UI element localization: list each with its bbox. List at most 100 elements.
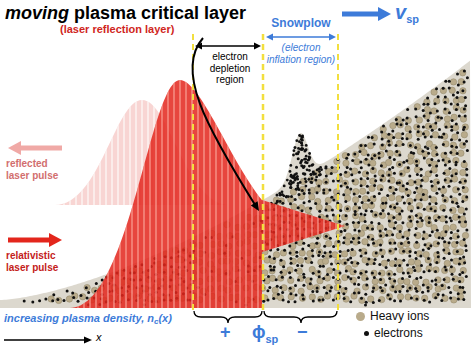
electron-dot <box>399 300 402 303</box>
ion-dot <box>315 198 321 204</box>
ion-dot <box>396 233 402 239</box>
ion-dot <box>372 284 378 290</box>
ion-dot <box>350 277 356 283</box>
ion-dot <box>379 278 385 284</box>
electron-dot <box>306 168 309 171</box>
electron-dot <box>297 279 300 282</box>
ion-dot <box>422 233 428 239</box>
electron-dot <box>337 240 340 243</box>
pulse-label: reflected laser pulse <box>6 158 62 181</box>
electron-dot <box>419 255 422 258</box>
electron-dot <box>416 220 419 223</box>
electron-dot <box>427 119 430 122</box>
electron-dot <box>428 164 431 167</box>
electron-dot <box>401 195 404 198</box>
electron-dot <box>322 265 325 268</box>
ion-dot <box>440 205 446 211</box>
electron-dot <box>423 270 426 273</box>
electron-dot <box>451 119 454 122</box>
pulse-stripe <box>71 70 73 310</box>
electron-dot <box>406 182 409 185</box>
ion-dot <box>352 213 358 219</box>
ion-dot <box>460 169 466 175</box>
electron-dot <box>380 164 383 167</box>
electron-dot <box>437 181 440 184</box>
electron-dot <box>305 185 308 188</box>
electron-dot <box>315 176 318 179</box>
electron-dot <box>396 202 399 205</box>
electron-dot <box>409 219 412 222</box>
electron-dot <box>364 293 367 296</box>
axis-name: x <box>96 331 102 344</box>
electron-dot <box>304 149 307 152</box>
electron-dot <box>448 185 451 188</box>
electron-dot <box>342 241 345 244</box>
electron-dot <box>457 292 460 295</box>
electron-dot <box>443 257 446 260</box>
ion-dot <box>462 124 468 130</box>
ion-dot <box>443 98 449 104</box>
electron-dot <box>296 264 299 267</box>
electron-dot <box>353 152 356 155</box>
ion-dot <box>372 278 378 284</box>
electron-dot <box>300 264 303 267</box>
electron-dot <box>357 283 360 286</box>
electron-dot <box>409 130 412 133</box>
ion-dot <box>434 232 440 238</box>
electron-dot <box>388 144 391 147</box>
electron-dot <box>444 80 447 83</box>
electron-dot <box>378 299 381 302</box>
electron-dot <box>300 141 303 144</box>
ion-dot <box>407 198 413 204</box>
electron-dot <box>420 168 423 171</box>
ion-dot <box>298 288 304 294</box>
arrowhead <box>378 7 391 21</box>
electron-dot <box>312 299 315 302</box>
electron-dot <box>463 160 466 163</box>
electron-dot <box>380 188 383 191</box>
ion-dot <box>413 295 419 301</box>
electron-dot <box>294 146 297 149</box>
electron-dot <box>398 290 401 293</box>
ion-dot <box>396 161 402 167</box>
ion-dot <box>416 202 422 208</box>
pulse-stripe <box>107 70 109 310</box>
ion-dot <box>353 206 359 212</box>
ion-dot <box>326 240 332 246</box>
electron-dot <box>465 249 468 252</box>
electron-dot <box>420 264 423 267</box>
electron-dot <box>459 257 462 260</box>
electron-dot <box>300 138 303 141</box>
electron-dot <box>402 259 405 262</box>
electron-dot <box>342 292 345 295</box>
electron-dot <box>308 200 311 203</box>
yellow-dashed-line <box>337 34 339 310</box>
electron-dot <box>423 208 426 211</box>
electron-dot <box>311 254 314 257</box>
pulse-stripe <box>311 70 313 310</box>
electron-dot <box>394 247 397 250</box>
electron-dot <box>282 265 285 268</box>
electron-dot <box>365 209 368 212</box>
electron-dot <box>305 148 308 151</box>
electron-dot <box>455 202 458 205</box>
potential-symbol: ϕ <box>252 322 266 343</box>
electron-dot <box>387 259 390 262</box>
electron-dot <box>316 191 319 194</box>
electron-dot <box>395 150 398 153</box>
electron-dot <box>267 298 270 301</box>
region-label: electron depletion region <box>197 51 263 86</box>
electron-dot <box>372 287 375 290</box>
electron-dot <box>283 185 286 188</box>
region-label: (electron inflation region) <box>264 42 338 65</box>
electron-dot <box>354 202 357 205</box>
electron-dot <box>340 230 343 233</box>
electron-dot <box>289 186 292 189</box>
electron-dot <box>464 115 467 118</box>
electron-dot <box>309 173 312 176</box>
electron-dot <box>326 215 329 218</box>
electron-dot <box>307 244 310 247</box>
electron-dot <box>358 195 361 198</box>
electron-dot <box>302 242 305 245</box>
ion-dot <box>431 197 437 203</box>
